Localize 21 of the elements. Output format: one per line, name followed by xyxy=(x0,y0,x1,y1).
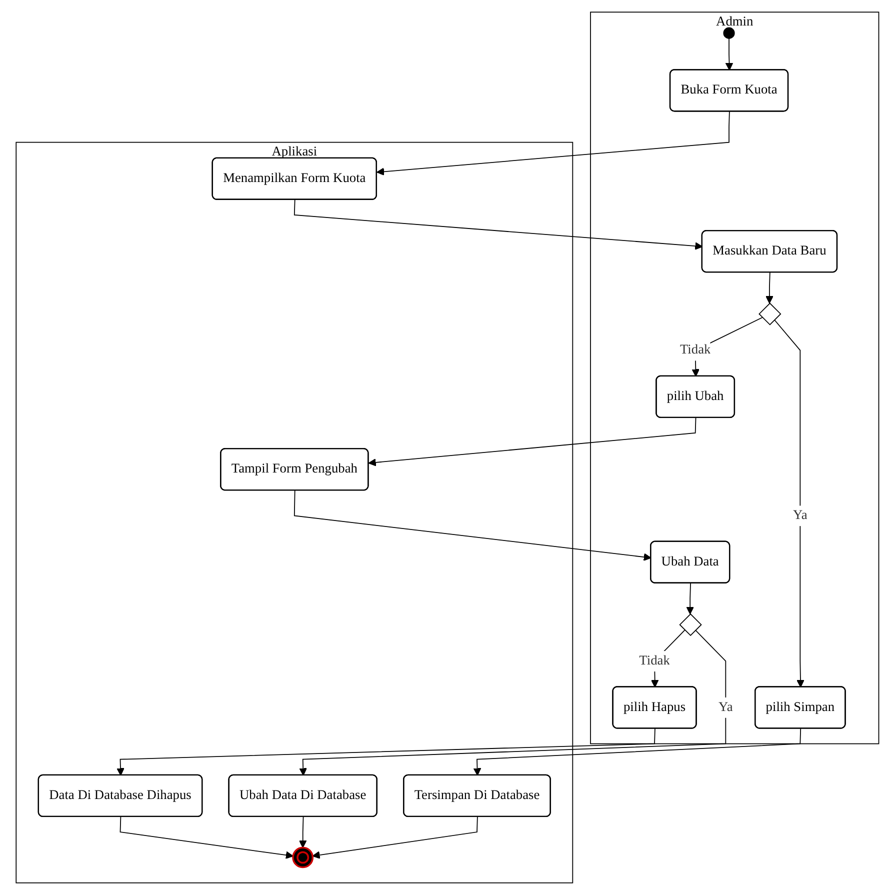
arrow xyxy=(312,816,478,859)
node-circle xyxy=(292,846,314,868)
arrow xyxy=(376,111,730,176)
edge-label: Tidak xyxy=(680,342,711,358)
node-circle xyxy=(723,27,735,39)
arrow xyxy=(368,417,696,466)
edge-label: Ya xyxy=(718,700,733,714)
edge-label: Tidak xyxy=(639,654,670,668)
arrow xyxy=(294,199,703,250)
arrow xyxy=(294,490,652,561)
arrow xyxy=(725,38,734,70)
arrow xyxy=(116,728,656,776)
arrow xyxy=(686,582,694,614)
arrow xyxy=(120,816,294,859)
arrow xyxy=(766,272,774,304)
node-diamond xyxy=(679,613,702,636)
arrow xyxy=(774,319,804,688)
node-diamond xyxy=(758,302,782,326)
edge-label: Ya xyxy=(793,508,808,523)
arrow xyxy=(298,816,307,848)
arrow xyxy=(473,728,802,776)
